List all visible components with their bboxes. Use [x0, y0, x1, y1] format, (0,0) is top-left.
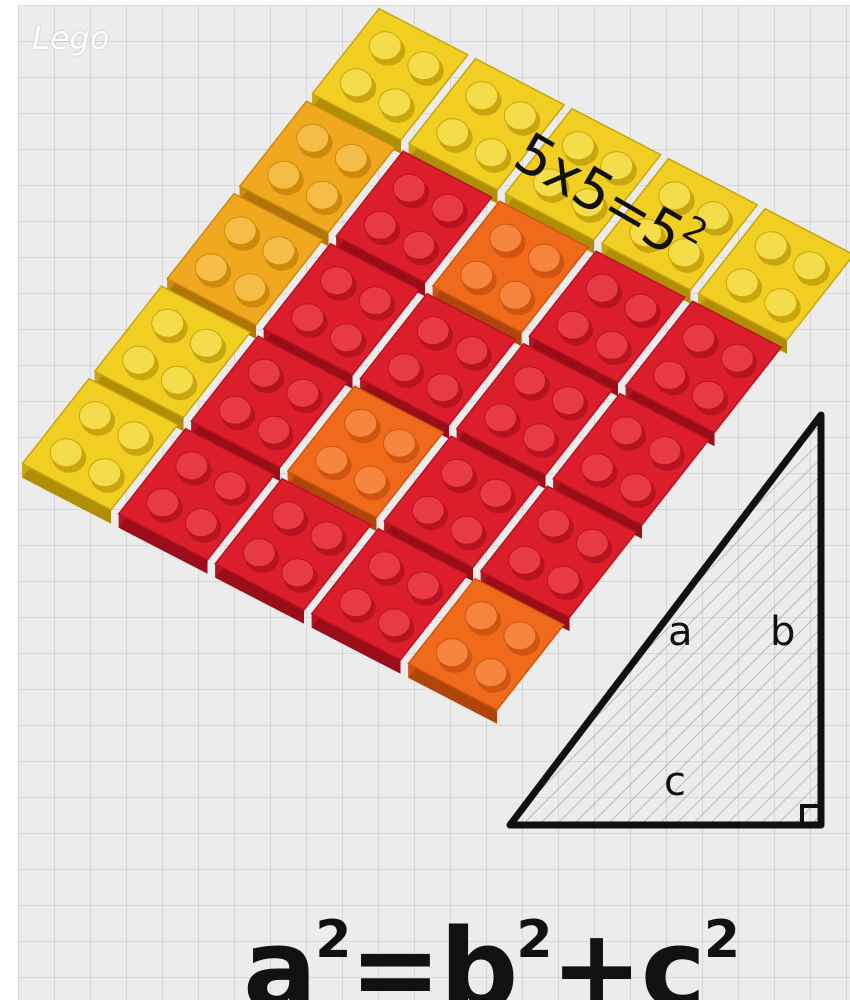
lego-brick-red [552, 392, 710, 539]
lego-brick-yellow [504, 107, 662, 254]
lego-brick-red [117, 427, 276, 574]
lego-brick-amber [238, 100, 397, 247]
formula-a: a [243, 905, 317, 1000]
lego-brick-red [383, 435, 541, 582]
lego-brick-orange [407, 577, 565, 724]
lego-brick-red [214, 477, 372, 624]
lego-brick-orange [286, 385, 445, 532]
photo-scene: Lego 5x5=52 a b c a2=b2+c2 [18, 5, 850, 1000]
triangle-label-c: c [664, 759, 686, 805]
triangle-label-a: a [668, 609, 693, 655]
formula-plus: + [550, 905, 643, 1000]
lego-brick-yellow [21, 377, 179, 524]
right-triangle [506, 411, 825, 829]
lego-brick-red [335, 150, 493, 297]
lego-brick-amber [166, 192, 324, 339]
lego-brick-red [455, 342, 614, 489]
lego-brick-red [190, 335, 348, 482]
lego-brick-yellow [697, 207, 850, 354]
triangle-label-b: b [770, 609, 796, 655]
right-angle-marker [800, 804, 823, 827]
lego-brick-red [528, 250, 686, 397]
formula-b-exponent: 2 [516, 910, 552, 970]
lego-brick-yellow [407, 57, 566, 204]
lego-brick-square [21, 7, 850, 829]
watermark-logo: Lego [32, 19, 110, 57]
lego-brick-red [310, 527, 469, 674]
lego-brick-yellow [311, 7, 469, 154]
lego-brick-red [359, 292, 517, 439]
lego-brick-red [479, 485, 638, 632]
formula-c: c [640, 905, 706, 1000]
pythagorean-formula: a2=b2+c2 [243, 885, 740, 1000]
formula-equals: = [349, 905, 441, 1000]
formula-a-exponent: 2 [315, 910, 351, 970]
lego-brick-yellow [93, 285, 252, 432]
formula-c-exponent: 2 [703, 910, 740, 970]
formula-b: b [439, 905, 519, 1000]
